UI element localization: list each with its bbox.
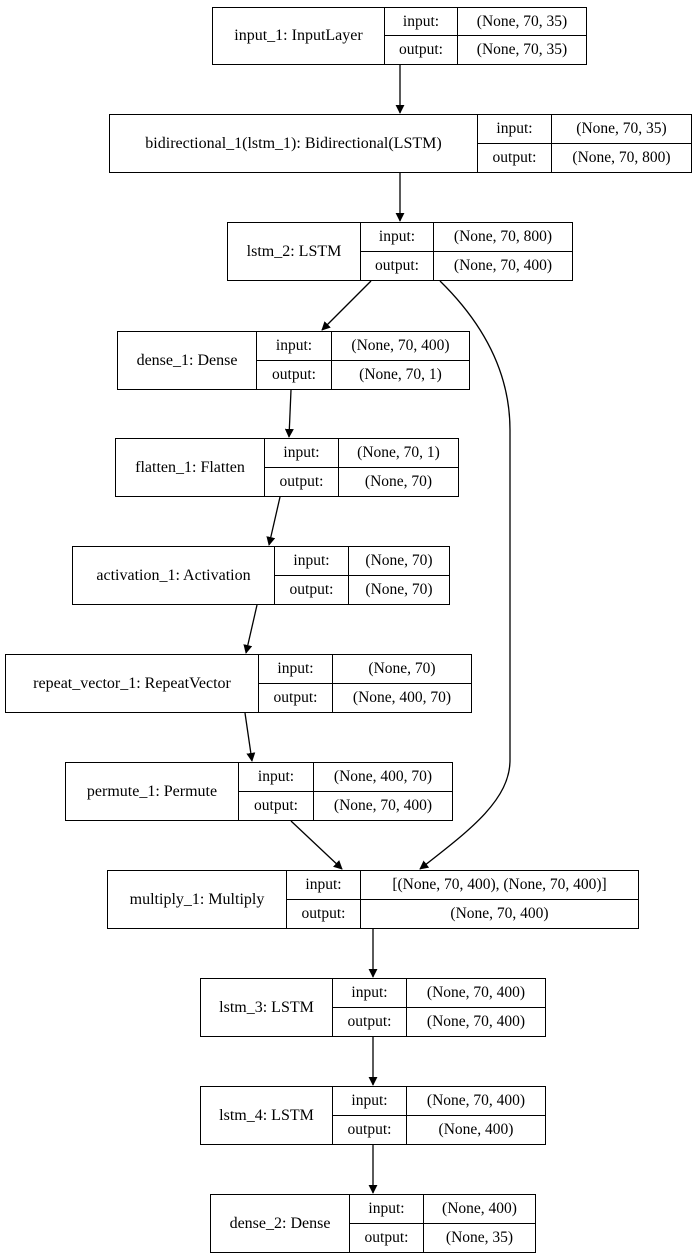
output-shape: (None, 70, 800) — [572, 148, 671, 166]
input-label: input: — [275, 547, 349, 576]
layer-node-activation_1: activation_1: Activation input: (None, 7… — [72, 546, 450, 605]
output-label: output: — [350, 1223, 424, 1252]
input-shape: (None, 70, 800) — [434, 223, 572, 252]
layer-name: flatten_1: Flatten — [116, 439, 265, 496]
input-shape: (None, 400) — [424, 1195, 535, 1224]
layer-name: input_1: InputLayer — [213, 8, 385, 64]
input-shape: (None, 70, 400) — [407, 979, 545, 1008]
layer-node-repeat_vector_1: repeat_vector_1: RepeatVector input: (No… — [5, 654, 472, 713]
input-shape: (None, 70, 35) — [552, 115, 691, 144]
input-label: input: — [333, 979, 407, 1008]
input-shape: (None, 70, 400) — [332, 332, 469, 361]
layer-name: multiply_1: Multiply — [108, 871, 287, 928]
input-label: input: — [287, 871, 361, 900]
output-label: output: — [239, 791, 314, 820]
input-label: input: — [239, 763, 314, 792]
output-label: output: — [265, 467, 339, 496]
layer-node-permute_1: permute_1: Permute input: (None, 400, 70… — [65, 762, 453, 821]
input-shape: (None, 70) — [333, 655, 471, 684]
layer-name: lstm_3: LSTM — [201, 979, 333, 1036]
output-label: output: — [287, 899, 361, 928]
edge-dense_1-to-flatten_1 — [284, 389, 294, 438]
input-label: input: — [265, 439, 339, 468]
layer-name: activation_1: Activation — [73, 547, 275, 604]
layer-name: repeat_vector_1: RepeatVector — [6, 655, 259, 712]
output-shape: (None, 70, 1) — [359, 365, 442, 383]
layer-node-bidirectional_1: bidirectional_1(lstm_1): Bidirectional(L… — [109, 114, 692, 173]
output-shape: (None, 70, 400) — [453, 256, 553, 274]
output-shape: (None, 70) — [364, 472, 433, 490]
layer-name: dense_1: Dense — [118, 332, 257, 389]
input-shape: (None, 70, 1) — [339, 439, 458, 468]
edge-activation_1-to-repeat_vector_1 — [243, 604, 258, 654]
edge-flatten_1-to-activation_1 — [266, 496, 281, 546]
edge-lstm_2-to-dense_1 — [321, 280, 372, 331]
layer-node-dense_1: dense_1: Dense input: (None, 70, 400) ou… — [117, 331, 470, 390]
output-shape: (None, 70, 35) — [476, 41, 568, 58]
input-label: input: — [361, 223, 434, 252]
output-shape: (None, 70, 400) — [426, 1012, 526, 1030]
output-shape: (None, 70) — [365, 580, 433, 598]
output-label: output: — [275, 575, 349, 604]
layer-node-lstm_2: lstm_2: LSTM input: (None, 70, 800) outp… — [227, 222, 573, 281]
layer-name: lstm_4: LSTM — [201, 1087, 333, 1144]
layer-node-dense_2: dense_2: Dense input: (None, 400) output… — [210, 1194, 536, 1253]
layer-name: dense_2: Dense — [211, 1195, 350, 1252]
output-label: output: — [333, 1115, 407, 1144]
input-shape: [(None, 70, 400), (None, 70, 400)] — [361, 871, 638, 900]
layer-node-lstm_3: lstm_3: LSTM input: (None, 70, 400) outp… — [200, 978, 546, 1037]
layer-name: lstm_2: LSTM — [228, 223, 361, 280]
output-label: output: — [257, 360, 332, 389]
output-label: output: — [361, 251, 434, 280]
input-shape: (None, 70, 400) — [407, 1087, 545, 1116]
edge-repeat_vector_1-to-permute_1 — [244, 712, 256, 762]
input-shape: (None, 70, 35) — [458, 8, 586, 36]
output-shape: (None, 70, 400) — [450, 904, 549, 922]
output-label: output: — [478, 143, 552, 172]
layer-name: permute_1: Permute — [66, 763, 239, 820]
output-shape: (None, 400, 70) — [352, 688, 452, 706]
input-label: input: — [257, 332, 332, 361]
layer-node-multiply_1: multiply_1: Multiply input: [(None, 70, … — [107, 870, 639, 929]
output-label: output: — [385, 36, 458, 64]
input-label: input: — [333, 1087, 407, 1116]
layer-node-flatten_1: flatten_1: Flatten input: (None, 70, 1) … — [115, 438, 459, 497]
output-shape: (None, 400) — [438, 1120, 514, 1138]
input-label: input: — [259, 655, 333, 684]
input-label: input: — [478, 115, 552, 144]
input-shape: (None, 70) — [349, 547, 449, 576]
edge-permute_1-to-multiply_1 — [290, 820, 343, 870]
output-shape: (None, 70, 400) — [333, 796, 433, 814]
output-shape: (None, 35) — [445, 1228, 514, 1246]
layer-node-lstm_4: lstm_4: LSTM input: (None, 70, 400) outp… — [200, 1086, 546, 1145]
layer-node-input_1: input_1: InputLayer input: (None, 70, 35… — [212, 7, 587, 65]
input-label: input: — [350, 1195, 424, 1224]
input-shape: (None, 400, 70) — [314, 763, 452, 792]
layer-name: bidirectional_1(lstm_1): Bidirectional(L… — [110, 115, 478, 172]
input-label: input: — [385, 8, 458, 36]
output-label: output: — [259, 683, 333, 712]
output-label: output: — [333, 1007, 407, 1036]
